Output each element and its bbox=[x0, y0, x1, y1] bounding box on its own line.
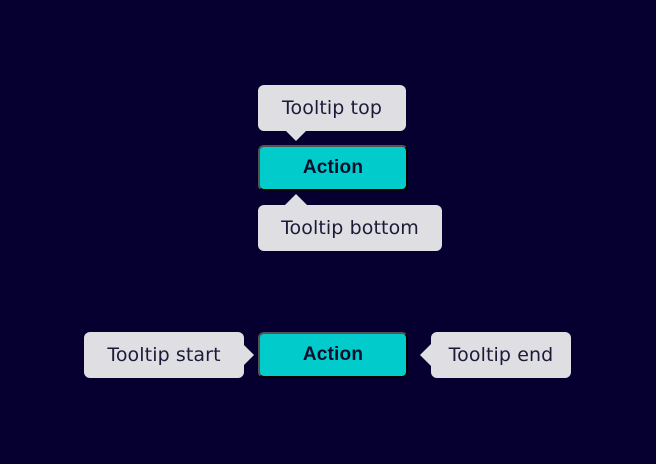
tooltip-bottom-label: Tooltip bottom bbox=[281, 217, 419, 239]
tooltip-start: Tooltip start bbox=[84, 332, 244, 378]
action-button-vertical[interactable]: Action bbox=[258, 145, 408, 191]
action-button-horizontal[interactable]: Action bbox=[258, 332, 408, 378]
tooltip-end-label: Tooltip end bbox=[448, 344, 554, 366]
tooltip-bottom: Tooltip bottom bbox=[258, 205, 442, 251]
action-button-vertical-label: Action bbox=[302, 157, 364, 178]
tooltip-top-label: Tooltip top bbox=[282, 97, 382, 119]
arrow-up-icon bbox=[285, 194, 307, 205]
arrow-right-icon bbox=[243, 344, 254, 366]
arrow-down-icon bbox=[285, 130, 307, 141]
tooltip-start-label: Tooltip start bbox=[107, 344, 221, 366]
tooltip-end: Tooltip end bbox=[431, 332, 571, 378]
arrow-left-icon bbox=[420, 344, 431, 366]
action-button-horizontal-label: Action bbox=[302, 344, 364, 365]
tooltip-top: Tooltip top bbox=[258, 85, 406, 131]
